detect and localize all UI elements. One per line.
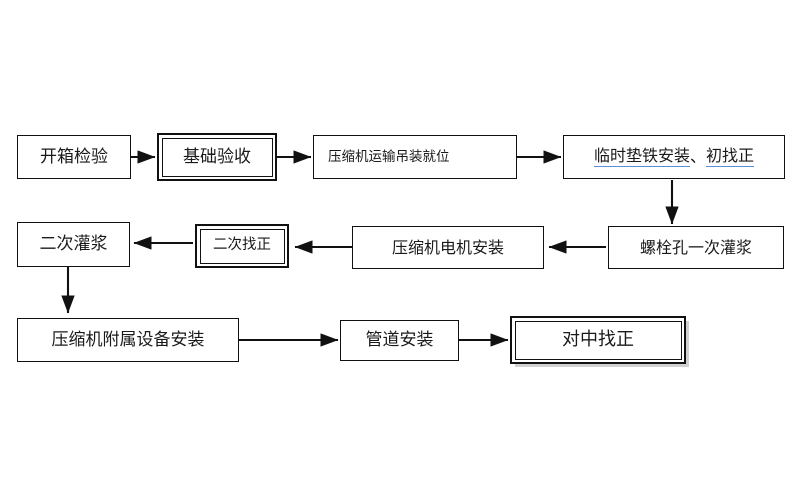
node-inner-frame: 对中找正 (514, 320, 682, 360)
node-label-separator: 、 (689, 147, 706, 167)
node-compressor-auxiliary-equipment-installation[interactable]: 压缩机附属设备安装 (17, 318, 239, 362)
node-bolt-hole-primary-grouting[interactable]: 螺栓孔一次灌浆 (608, 226, 784, 269)
node-temporary-shim-install-initial-alignment[interactable]: 临时垫铁安装 、 初找正 (563, 135, 785, 179)
node-label: 压缩机电机安装 (391, 237, 504, 257)
node-label: 螺栓孔一次灌浆 (639, 237, 752, 257)
node-label: 基础验收 (183, 146, 251, 167)
node-label: 压缩机附属设备安装 (51, 329, 205, 350)
node-secondary-grouting[interactable]: 二次灌浆 (17, 222, 130, 267)
node-compressor-motor-installation[interactable]: 压缩机电机安装 (352, 226, 544, 269)
node-label: 压缩机运输吊装就位 (328, 148, 450, 165)
node-label: 二次灌浆 (39, 234, 108, 255)
node-compressor-transport-hoisting[interactable]: 压缩机运输吊装就位 (313, 135, 517, 179)
node-centering-alignment[interactable]: 对中找正 (510, 316, 686, 364)
node-inner-frame: 二次找正 (199, 228, 285, 264)
node-unpacking-inspection[interactable]: 开箱检验 (17, 135, 131, 179)
node-label: 二次找正 (213, 237, 271, 254)
node-inner-frame: 基础验收 (161, 137, 273, 177)
node-label-segment-b: 初找正 (706, 146, 755, 167)
node-secondary-alignment[interactable]: 二次找正 (195, 224, 289, 268)
node-piping-installation[interactable]: 管道安装 (340, 320, 459, 361)
node-label: 管道安装 (365, 330, 434, 351)
node-label: 对中找正 (562, 329, 634, 351)
node-label: 开箱检验 (40, 146, 108, 167)
node-foundation-acceptance[interactable]: 基础验收 (157, 133, 277, 181)
node-label-segment-a: 临时垫铁安装 (593, 146, 690, 167)
